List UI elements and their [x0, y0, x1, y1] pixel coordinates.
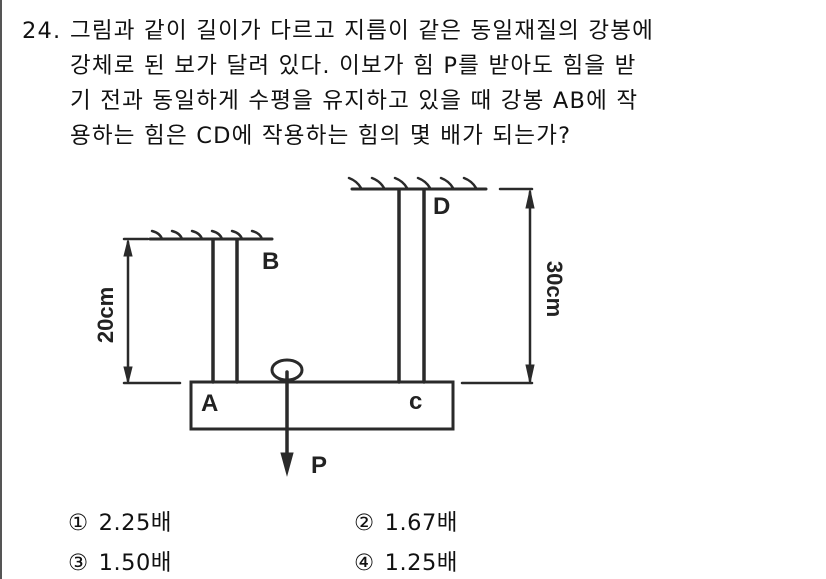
choice-2[interactable]: ② 1.67배: [354, 505, 458, 537]
dimension-20cm-label: 20cm: [93, 286, 118, 344]
choice-1[interactable]: ① 2.25배: [68, 505, 172, 537]
choice-2-mark: ②: [354, 510, 375, 536]
rod-ab: [211, 238, 239, 384]
choice-4-mark: ④: [354, 550, 375, 576]
label-a: A: [201, 390, 219, 417]
label-c: c: [409, 388, 423, 415]
choice-3[interactable]: ③ 1.50배: [68, 545, 172, 577]
left-ceiling-support: [122, 229, 274, 241]
dimension-30cm-arrow: [525, 189, 535, 384]
label-d: D: [433, 193, 451, 220]
rod-cd: [397, 188, 426, 384]
choice-4[interactable]: ④ 1.25배: [354, 545, 458, 577]
choice-1-mark: ①: [68, 510, 89, 536]
question-line-3: 기 전과 동일하게 수평을 유지하고 있을 때 강봉 AB에 작: [70, 88, 639, 114]
rigid-beam: [189, 380, 455, 431]
dimension-20cm-arrow: [123, 239, 133, 384]
question-line-4: 용하는 힘은 CD에 작용하는 힘의 몇 배가 되는가?: [70, 123, 572, 149]
choice-3-mark: ③: [68, 550, 89, 576]
dimension-30cm-label: 30cm: [542, 260, 567, 318]
question-text: 24.그림과 같이 길이가 다르고 지름이 같은 동일재질의 강봉에 강체로 된…: [22, 14, 812, 154]
choice-1-text: 2.25배: [98, 510, 172, 536]
choice-3-text: 1.50배: [98, 550, 172, 576]
label-b: B: [262, 248, 280, 275]
choice-4-text: 1.25배: [384, 550, 458, 576]
question-number: 24.: [22, 18, 62, 44]
label-p: P: [311, 452, 328, 479]
choice-2-text: 1.67배: [384, 510, 458, 536]
force-p-arrow: [280, 370, 294, 477]
question-line-1: 24.그림과 같이 길이가 다르고 지름이 같은 동일재질의 강봉에: [22, 14, 812, 49]
right-ceiling-support: [347, 176, 534, 191]
page-left-border: [0, 0, 2, 579]
question-line-2: 강체로 된 보가 달려 있다. 이보가 힘 P를 받아도 힘을 받: [70, 53, 637, 79]
